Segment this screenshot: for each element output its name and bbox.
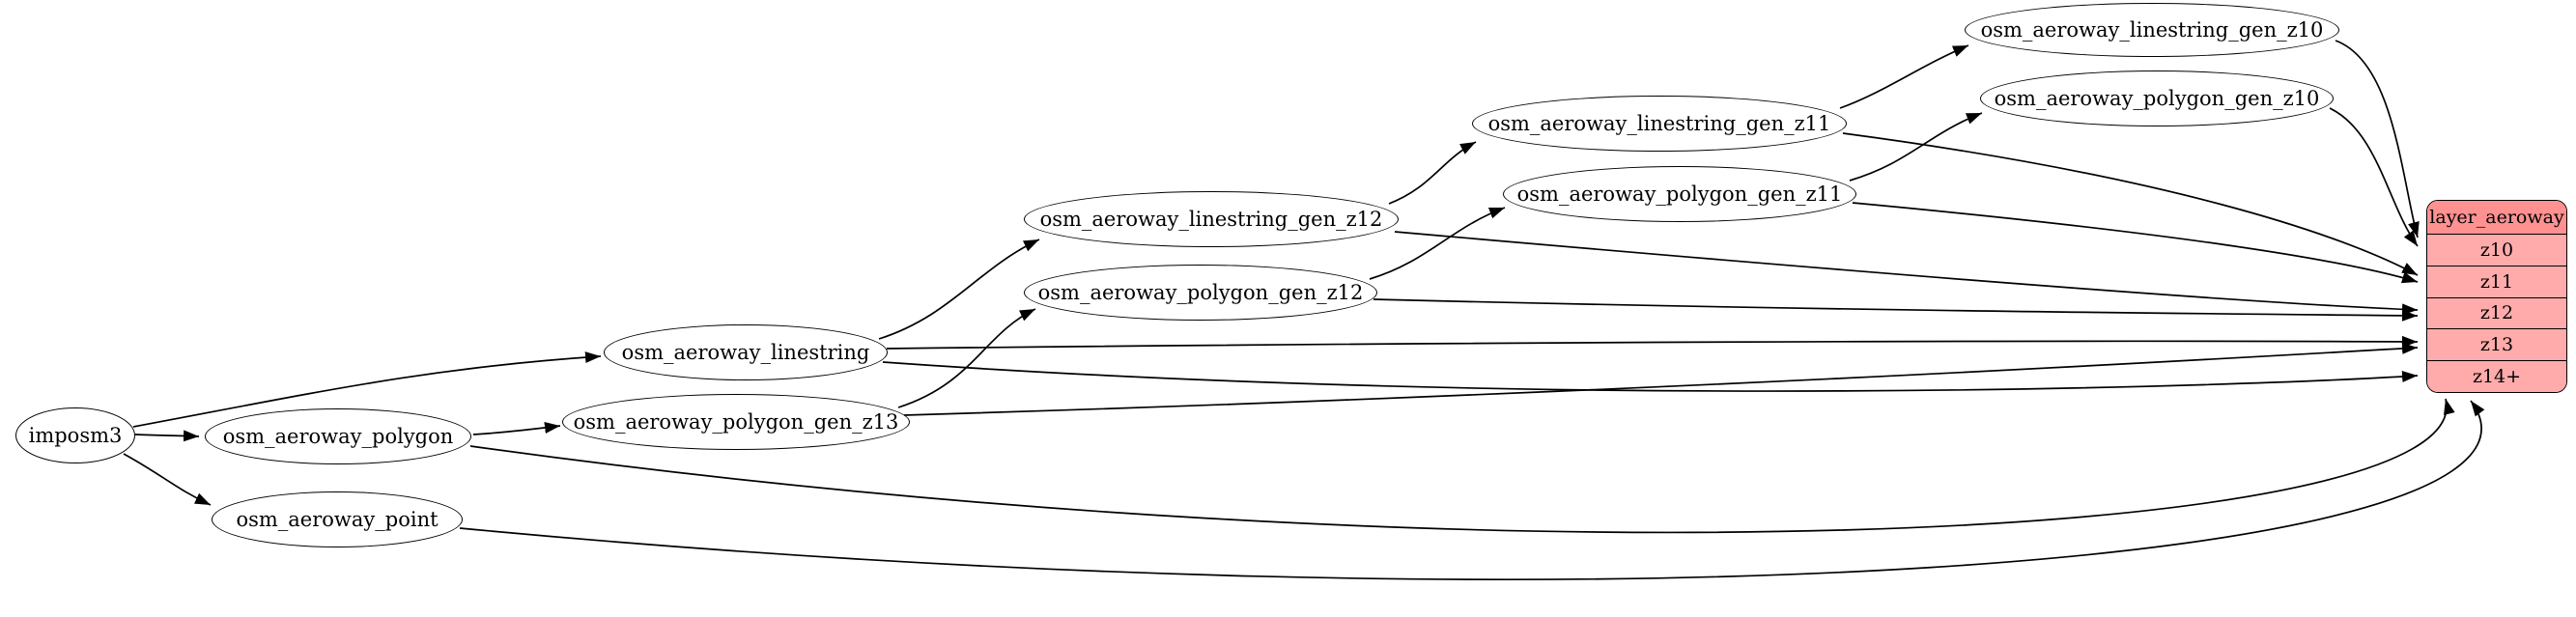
node-label: osm_aeroway_polygon_gen_z10 <box>1994 87 2320 110</box>
node-label: osm_aeroway_polygon_gen_z13 <box>573 410 899 434</box>
node-osm-aeroway-polygon-gen-z13: osm_aeroway_polygon_gen_z13 <box>562 394 910 450</box>
node-osm-aeroway-polygon-gen-z10: osm_aeroway_polygon_gen_z10 <box>1980 70 2334 126</box>
layer-row-z11: z11 <box>2427 266 2566 298</box>
node-osm-aeroway-polygon-gen-z11: osm_aeroway_polygon_gen_z11 <box>1503 166 1856 222</box>
node-label: osm_aeroway_linestring_gen_z10 <box>1980 18 2324 42</box>
node-osm-aeroway-point: osm_aeroway_point <box>212 491 463 547</box>
edge-imposm3-osm_aeroway_point <box>123 453 212 506</box>
node-osm-aeroway-linestring-gen-z10: osm_aeroway_linestring_gen_z10 <box>1965 3 2339 57</box>
edge-osm_aeroway_polygon_gen_z11-layer-z11 <box>1852 202 2419 284</box>
edge-osm_aeroway_linestring_gen_z11-layer-z11 <box>1842 132 2419 276</box>
layer-aeroway-table: layer_aeroway z10 z11 z12 z13 z14+ <box>2426 200 2567 393</box>
edge-osm_aeroway_linestring-osm_aeroway_linestring_gen_z12 <box>878 238 1040 340</box>
node-label: osm_aeroway_linestring_gen_z12 <box>1039 208 1383 231</box>
edge-osm_aeroway_linestring_gen_z12-layer-z12 <box>1394 231 2419 316</box>
node-label: osm_aeroway_polygon_gen_z11 <box>1516 182 1843 206</box>
node-label: osm_aeroway_polygon_gen_z12 <box>1037 281 1364 304</box>
edge-osm_aeroway_polygon_gen_z11-osm_aeroway_polygon_gen_z10 <box>1849 112 1983 182</box>
node-imposm3: imposm3 <box>15 407 135 463</box>
edge-osm_aeroway_linestring_gen_z11-osm_aeroway_linestring_gen_z10 <box>1839 44 1969 109</box>
edge-osm_aeroway_linestring-layer-z13 <box>886 335 2419 350</box>
edge-osm_aeroway_linestring-layer-z14 <box>882 361 2419 392</box>
edge-imposm3-osm_aeroway_linestring <box>132 351 602 428</box>
layer-row-z13: z13 <box>2427 329 2566 362</box>
layer-row-z14plus: z14+ <box>2427 361 2566 392</box>
node-osm-aeroway-linestring-gen-z12: osm_aeroway_linestring_gen_z12 <box>1024 191 1399 247</box>
edge-osm_aeroway_polygon-layer-z14 <box>469 398 2455 534</box>
edge-osm_aeroway_polygon_gen_z13-layer-z13 <box>903 342 2419 416</box>
layer-row-z12: z12 <box>2427 297 2566 330</box>
node-label: osm_aeroway_linestring <box>621 341 870 364</box>
edge-imposm3-osm_aeroway_polygon <box>134 430 200 442</box>
edge-osm_aeroway_point-layer-z14 <box>459 400 2485 580</box>
node-label: osm_aeroway_linestring_gen_z11 <box>1487 112 1831 135</box>
edge-osm_aeroway_linestring_gen_z10-layer-z10 <box>2335 40 2420 238</box>
node-osm-aeroway-polygon: osm_aeroway_polygon <box>205 408 471 464</box>
layer-row-z10: z10 <box>2427 235 2566 266</box>
node-label: imposm3 <box>28 424 123 447</box>
edge-osm_aeroway_polygon_gen_z13-osm_aeroway_polygon_gen_z12 <box>897 308 1036 408</box>
node-label: osm_aeroway_polygon <box>222 425 454 448</box>
edge-osm_aeroway_linestring_gen_z12-osm_aeroway_linestring_gen_z11 <box>1388 141 1477 205</box>
edge-osm_aeroway_polygon-osm_aeroway_polygon_gen_z13 <box>472 422 561 435</box>
node-osm-aeroway-polygon-gen-z12: osm_aeroway_polygon_gen_z12 <box>1024 265 1377 321</box>
node-osm-aeroway-linestring-gen-z11: osm_aeroway_linestring_gen_z11 <box>1472 96 1847 152</box>
node-osm-aeroway-linestring: osm_aeroway_linestring <box>604 324 888 380</box>
edge-osm_aeroway_polygon_gen_z10-layer-z10 <box>2329 107 2419 247</box>
layer-table-title: layer_aeroway <box>2427 201 2566 235</box>
edge-osm_aeroway_polygon_gen_z12-osm_aeroway_polygon_gen_z11 <box>1369 207 1506 280</box>
node-label: osm_aeroway_point <box>236 508 439 531</box>
edge-osm_aeroway_polygon_gen_z12-layer-z12 <box>1373 298 2419 322</box>
